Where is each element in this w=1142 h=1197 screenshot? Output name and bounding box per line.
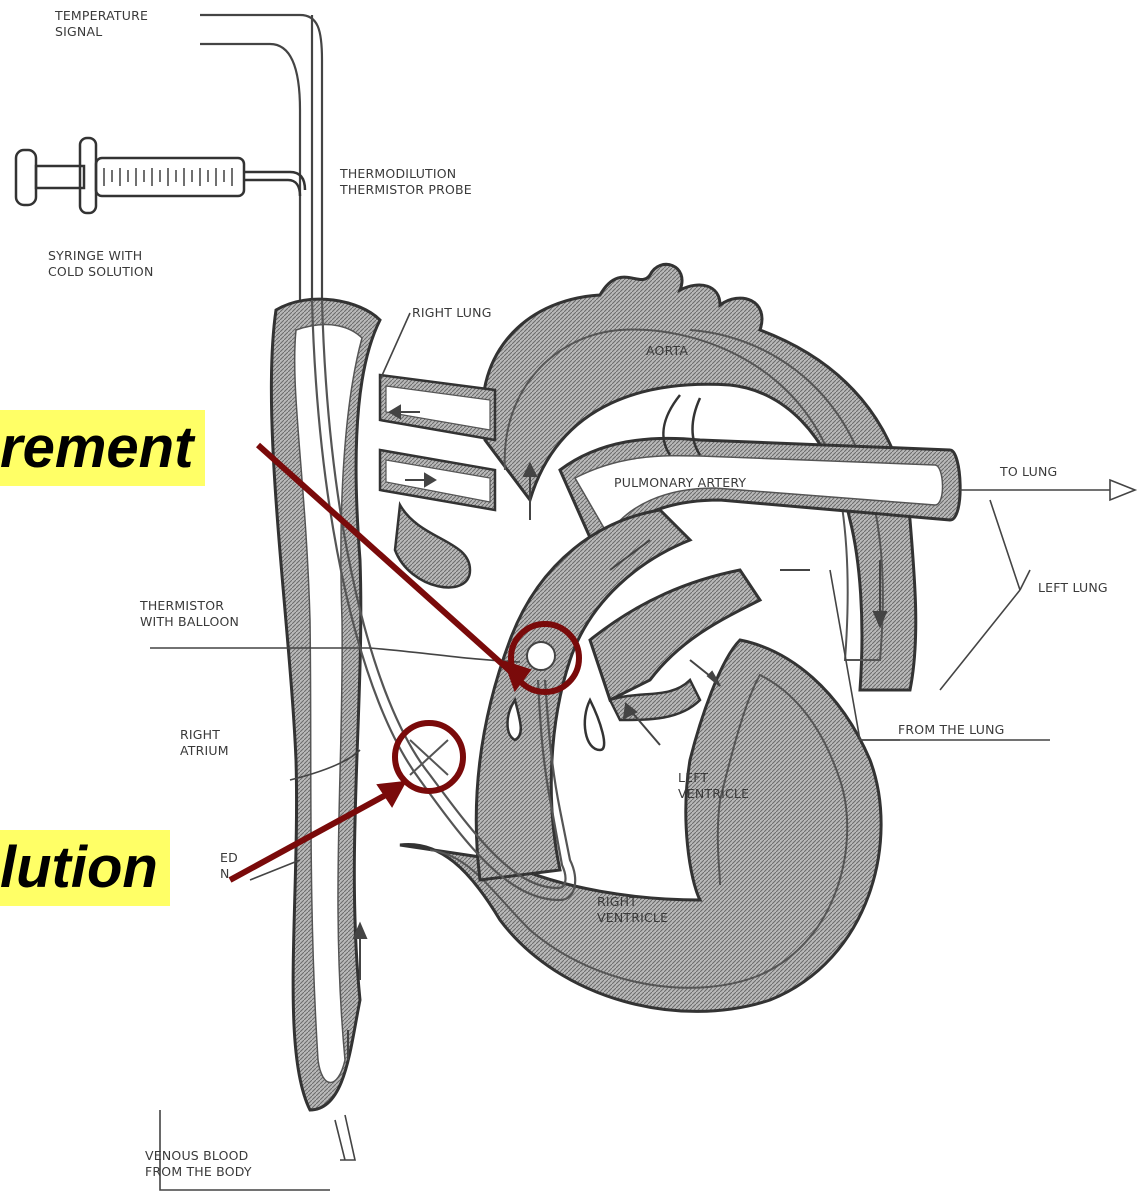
left-ventricle-label: LEFT VENTRICLE [678,770,749,802]
injection-point-icon [410,740,448,775]
right-lung-label: RIGHT LUNG [412,305,492,321]
aorta-label: AORTA [646,343,688,359]
solution-callout: lution [0,830,170,906]
thermodilution-probe-label: THERMODILUTION THERMISTOR PROBE [340,166,472,198]
hidden-partial-label: ED N [220,850,238,882]
syringe-icon [16,138,305,213]
balloon-icon [527,642,555,670]
right-atrium-label: RIGHT ATRIUM [180,727,229,759]
right-ventricle-label: RIGHT VENTRICLE [597,894,668,926]
to-lung-label: TO LUNG [1000,464,1057,480]
syringe-label: SYRINGE WITH COLD SOLUTION [48,248,154,280]
from-the-lung-label: FROM THE LUNG [898,722,1005,738]
measurement-callout: rement [0,410,205,486]
vena-cava [271,299,380,1110]
heart-body [400,510,881,1011]
venous-blood-label: VENOUS BLOOD FROM THE BODY [145,1148,252,1180]
left-lung-label: LEFT LUNG [1038,580,1108,596]
thermistor-balloon-label: THERMISTOR WITH BALLOON [140,598,239,630]
pulmonary-artery-label: PULMONARY ARTERY [614,475,746,491]
temperature-signal-label: TEMPERATURE SIGNAL [55,8,148,40]
